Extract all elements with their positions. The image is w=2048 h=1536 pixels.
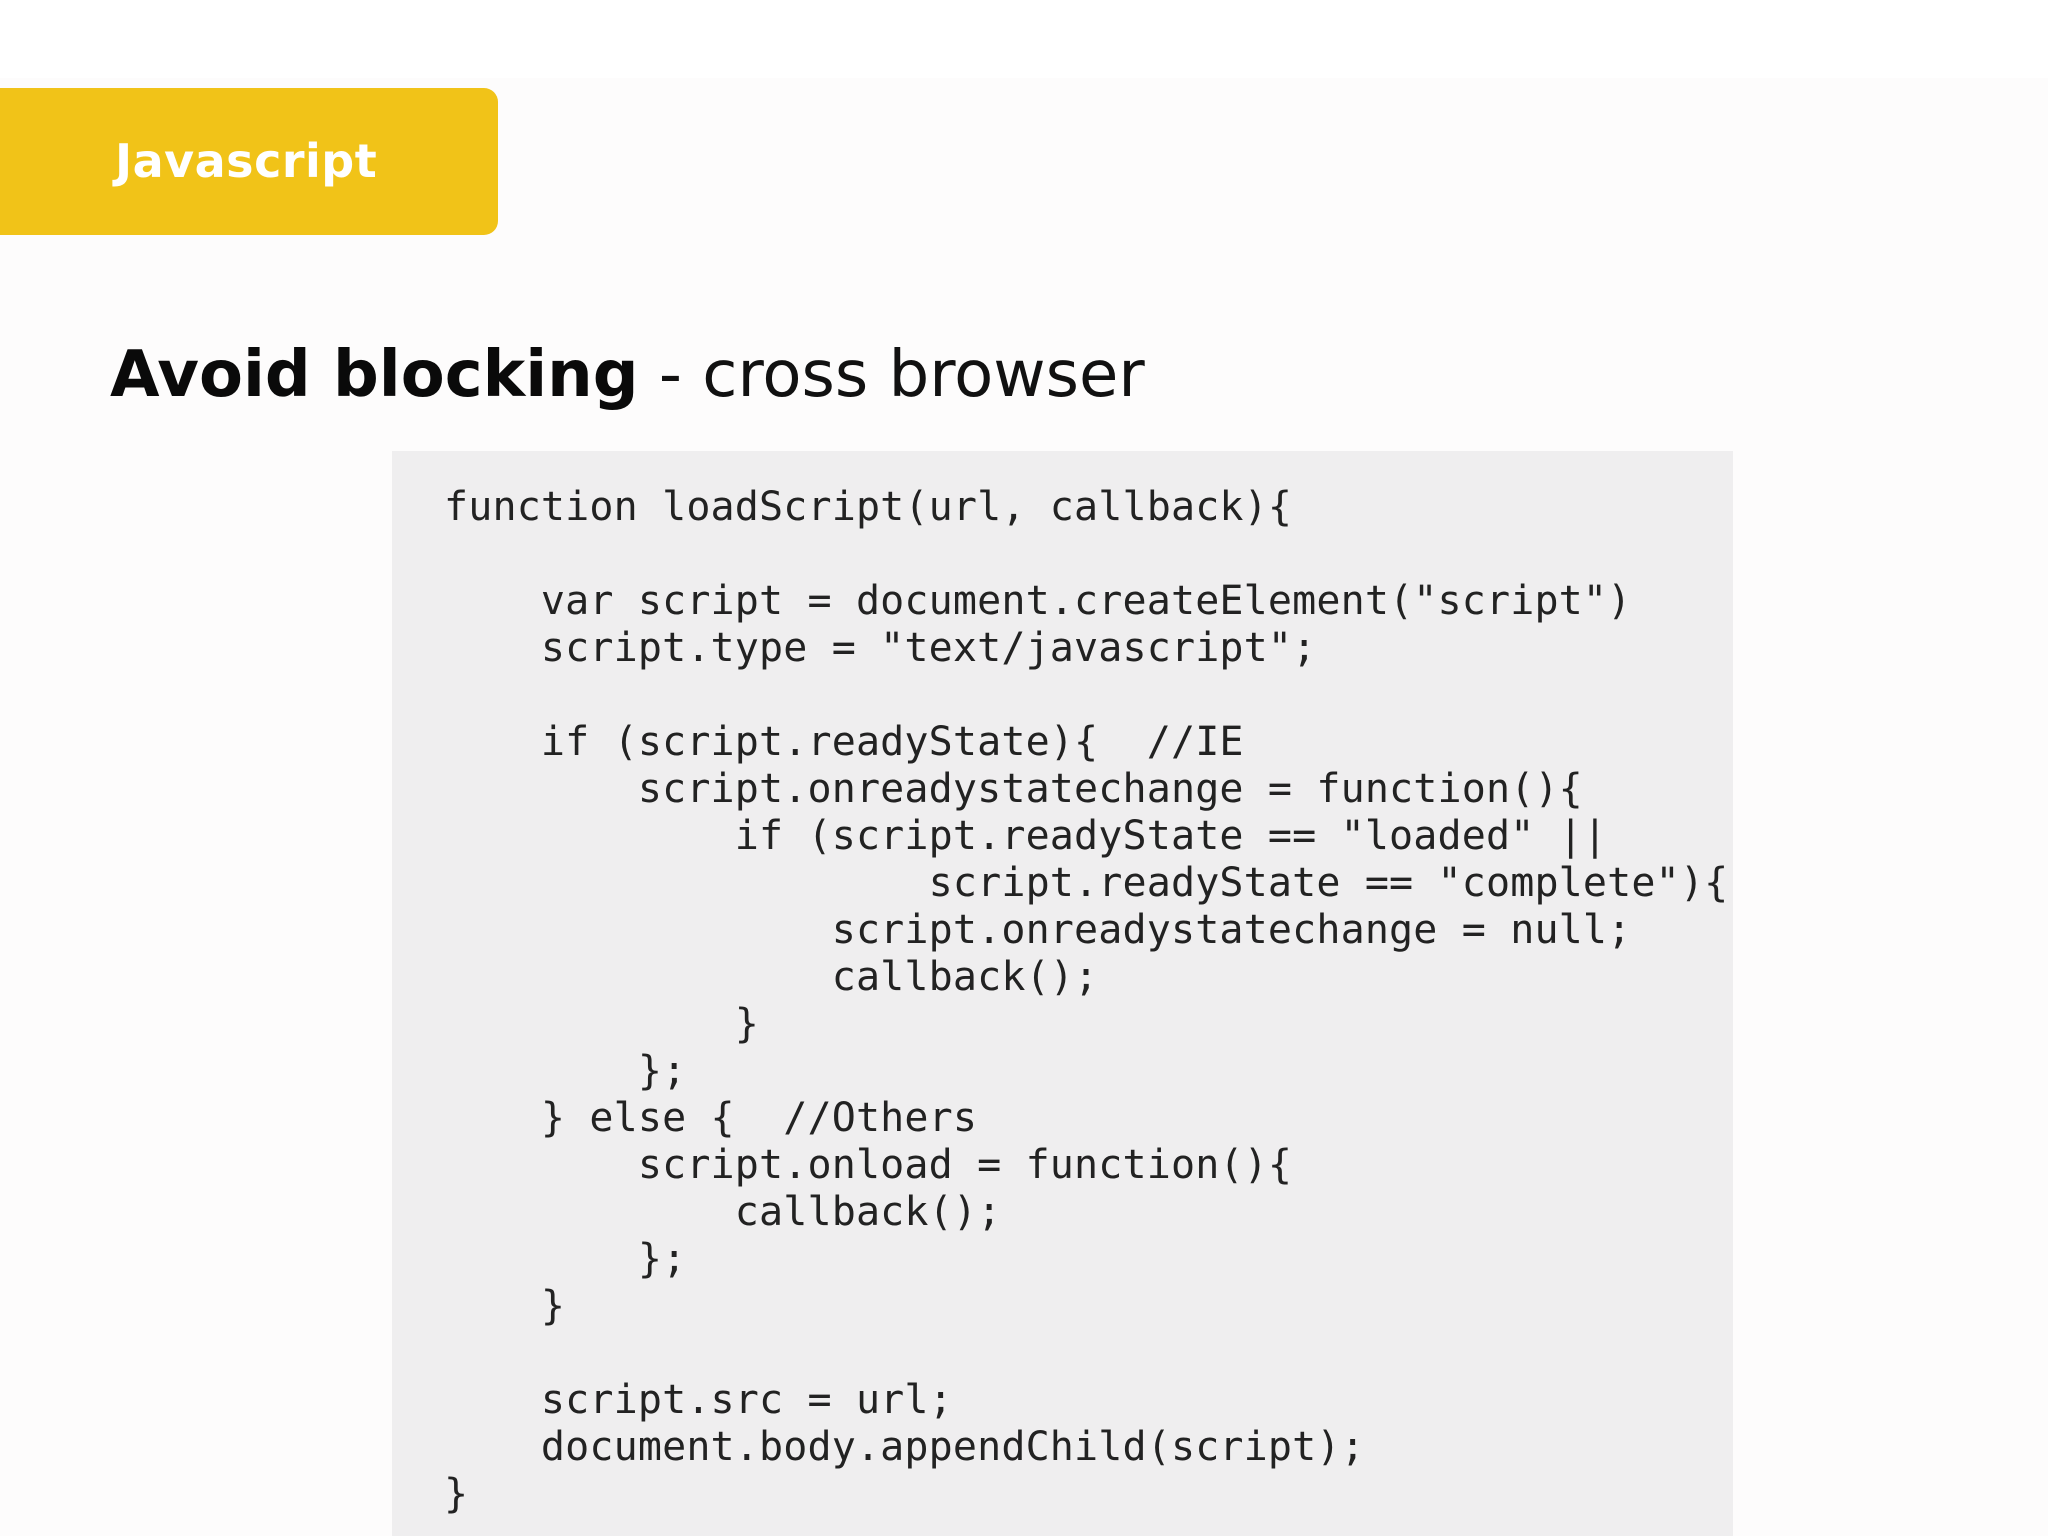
code-line: }; [444,1236,687,1282]
slide-title-bold: Avoid blocking [110,338,639,412]
code-line: callback(); [444,1189,1002,1235]
code-line [444,531,1728,578]
code-line: script.onreadystatechange = null; [444,907,1632,953]
code-line: script.onreadystatechange = function(){ [444,766,1583,812]
slide-title-rest: - cross browser [638,338,1145,412]
code-line: } [444,1471,469,1517]
code-line [444,1330,1728,1377]
code-line: script.readyState == "complete"){ [444,860,1729,906]
code-line: }; [444,1048,687,1094]
code-line: script.onload = function(){ [444,1142,1293,1188]
section-tab [0,88,498,235]
code-line: if (script.readyState){ //IE [444,719,1244,765]
top-band [0,0,2048,78]
code-line [444,672,1728,719]
code-line: callback(); [444,954,1099,1000]
code-line: } [444,1001,760,1047]
code-panel [392,451,1733,1536]
section-tab-label: Javascript [115,134,378,188]
code-line: script.src = url; [444,1377,953,1423]
code-line: } else { //Others [444,1095,978,1141]
code-line: } [444,1283,566,1329]
code-block: function loadScript(url, callback){ var … [444,484,1728,1518]
code-line: if (script.readyState == "loaded" || [444,813,1608,859]
code-line: var script = document.createElement("scr… [444,578,1632,624]
slide-title: Avoid blocking - cross browser [110,332,1145,418]
code-line: script.type = "text/javascript"; [444,625,1317,671]
code-line: document.body.appendChild(script); [444,1424,1365,1470]
code-line: function loadScript(url, callback){ [444,484,1293,530]
